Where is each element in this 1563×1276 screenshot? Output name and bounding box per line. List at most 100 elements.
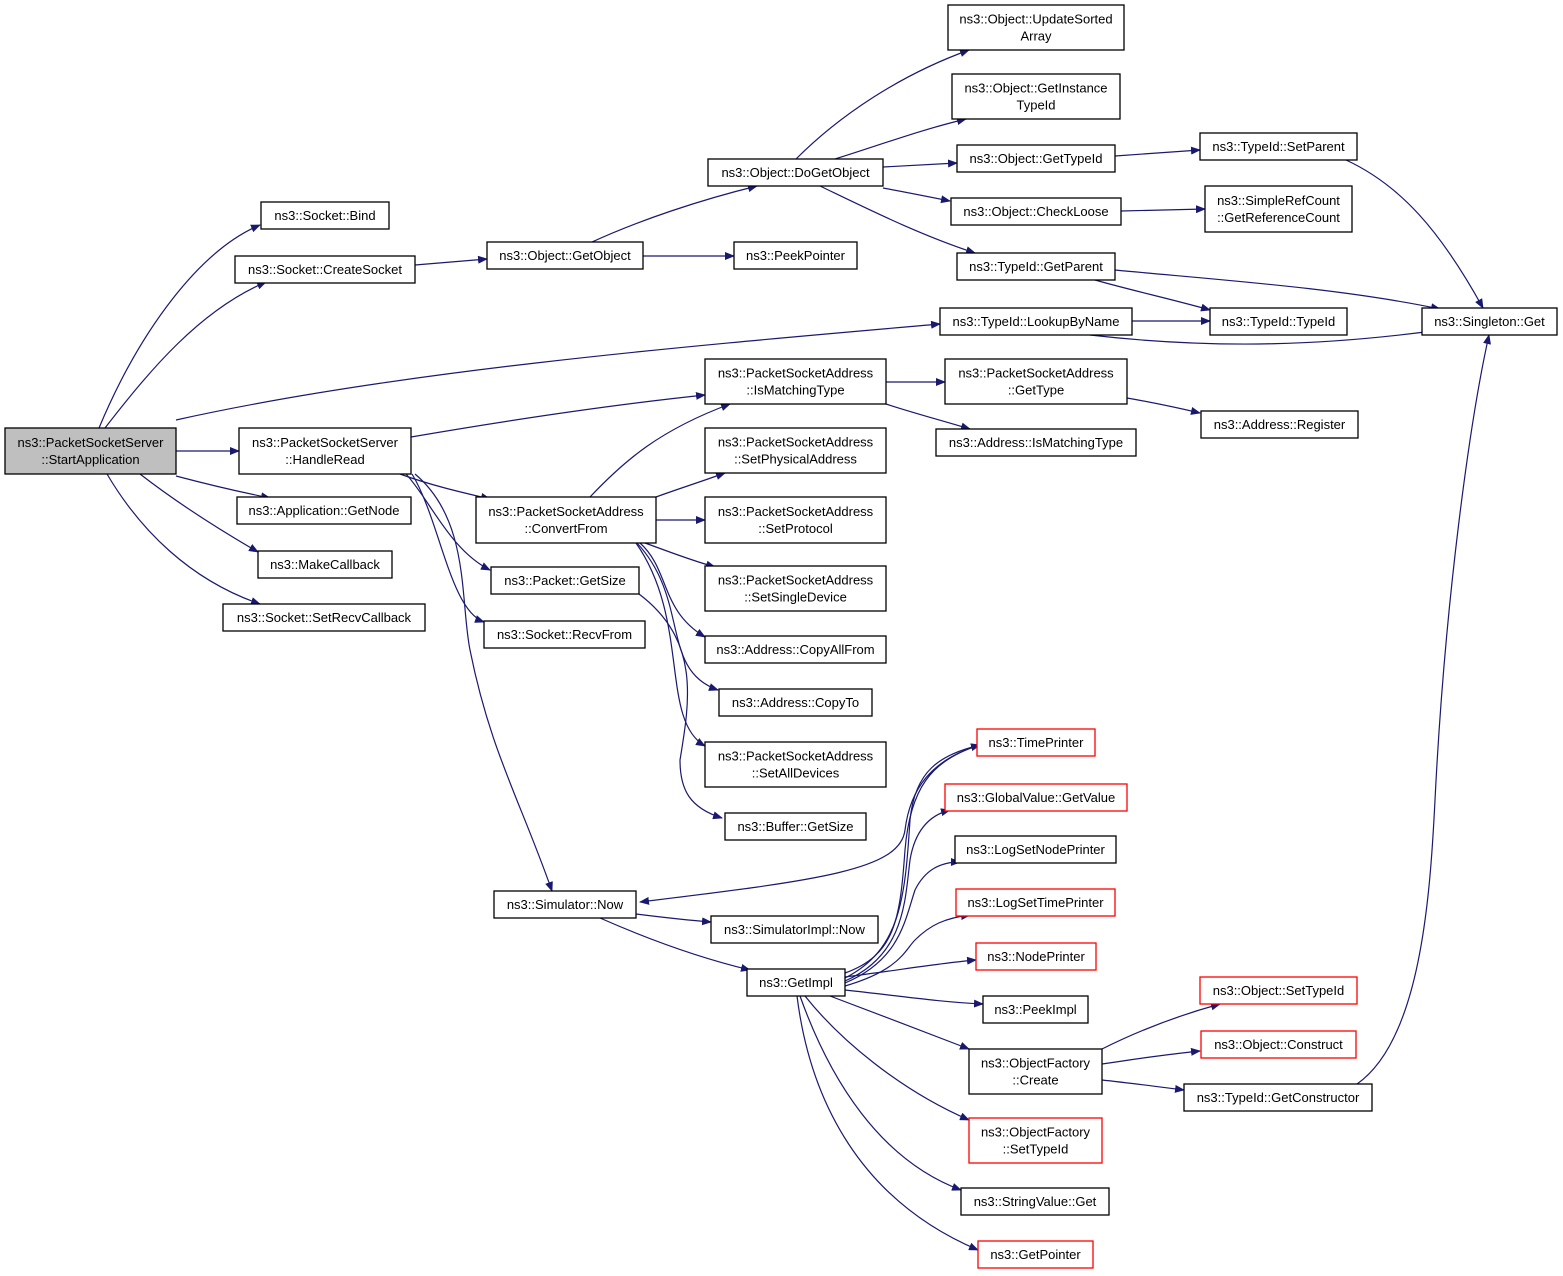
- node-box-simulatorNow: [493, 890, 637, 919]
- node-setSingleDevice[interactable]: ns3::PacketSocketAddress::SetSingleDevic…: [704, 565, 887, 612]
- edge-typeIdGetParent-to-typeIdTypeId: [1094, 279, 1211, 312]
- node-box-nodePrinter: [975, 942, 1097, 971]
- node-simulatorNow[interactable]: ns3::Simulator::Now: [493, 890, 637, 919]
- node-convertFrom[interactable]: ns3::PacketSocketAddress::ConvertFrom: [475, 496, 657, 544]
- node-label-getInstanceTypeId-line2: TypeId: [1016, 98, 1055, 113]
- edge-getImpl-to-ofCreate: [829, 995, 970, 1050]
- edge-getImpl-to-ofSetTypeId: [804, 995, 970, 1121]
- node-stringValueGet[interactable]: ns3::StringValue::Get: [960, 1187, 1110, 1216]
- edge-getImpl-to-stringValueGet: [799, 995, 962, 1191]
- node-objConstruct[interactable]: ns3::Object::Construct: [1200, 1030, 1357, 1059]
- edge-lookupByName-to-singletonGet: [1089, 327, 1441, 345]
- node-label-getInstanceTypeId-line1: ns3::Object::GetInstance: [964, 81, 1107, 96]
- node-isMatchingType[interactable]: ns3::PacketSocketAddress::IsMatchingType: [704, 358, 887, 405]
- node-peekImpl[interactable]: ns3::PeekImpl: [982, 995, 1089, 1024]
- node-label-setPhysicalAddress-line2: ::SetPhysicalAddress: [734, 452, 857, 467]
- node-label-handleRead-line1: ns3::PacketSocketServer: [252, 435, 399, 450]
- edge-start-to-setRecvCallback: [106, 473, 261, 605]
- node-label-doGetObject: ns3::Object::DoGetObject: [721, 165, 870, 180]
- node-label-copyAllFrom: ns3::Address::CopyAllFrom: [716, 642, 874, 657]
- node-getObject[interactable]: ns3::Object::GetObject: [486, 241, 644, 270]
- node-nodePrinter[interactable]: ns3::NodePrinter: [975, 942, 1097, 971]
- node-box-ofCreate: [968, 1048, 1103, 1095]
- node-bufferGetSize[interactable]: ns3::Buffer::GetSize: [724, 812, 867, 841]
- edge-typeIdGetParent-to-singletonGet: [1114, 269, 1441, 312]
- node-objSetTypeId[interactable]: ns3::Object::SetTypeId: [1199, 976, 1358, 1005]
- node-copyTo[interactable]: ns3::Address::CopyTo: [718, 688, 873, 717]
- node-label-copyTo: ns3::Address::CopyTo: [732, 695, 859, 710]
- node-box-stringValueGet: [960, 1187, 1110, 1216]
- node-getImpl[interactable]: ns3::GetImpl: [746, 968, 846, 997]
- node-typeIdGetParent[interactable]: ns3::TypeId::GetParent: [956, 252, 1116, 281]
- node-setParent[interactable]: ns3::TypeId::SetParent: [1199, 132, 1358, 161]
- node-box-logSetNodePrinter: [954, 835, 1117, 864]
- node-recvFrom[interactable]: ns3::Socket::RecvFrom: [483, 620, 646, 649]
- node-handleRead[interactable]: ns3::PacketSocketServer::HandleRead: [238, 427, 412, 475]
- node-box-checkLoose: [950, 197, 1122, 226]
- edge-getImpl-to-getPointer: [796, 995, 979, 1251]
- node-label-simulatorNow: ns3::Simulator::Now: [507, 897, 624, 912]
- node-label-singletonGet: ns3::Singleton::Get: [1434, 314, 1545, 329]
- node-peekPointer[interactable]: ns3::PeekPointer: [733, 241, 858, 270]
- edge-handleRead-to-isMatchingType: [410, 391, 706, 438]
- node-label-setAllDevices-line2: ::SetAllDevices: [752, 766, 840, 781]
- node-getPointer[interactable]: ns3::GetPointer: [977, 1240, 1094, 1269]
- node-getConstructor[interactable]: ns3::TypeId::GetConstructor: [1183, 1083, 1373, 1112]
- node-singletonGet[interactable]: ns3::Singleton::Get: [1421, 307, 1558, 336]
- edge-start-to-bind: [98, 224, 261, 429]
- node-globalValueGetValue[interactable]: ns3::GlobalValue::GetValue: [944, 783, 1128, 812]
- node-timePrinter[interactable]: ns3::TimePrinter: [976, 728, 1096, 757]
- node-simpleRefCount[interactable]: ns3::SimpleRefCount::GetReferenceCount: [1204, 185, 1353, 233]
- edge-getImpl-to-simulatorNow: [639, 744, 981, 974]
- node-label-ofSetTypeId-line2: ::SetTypeId: [1003, 1142, 1069, 1157]
- node-doGetObject[interactable]: ns3::Object::DoGetObject: [707, 158, 884, 187]
- node-copyAllFrom[interactable]: ns3::Address::CopyAllFrom: [704, 635, 887, 664]
- node-simulatorImplNow[interactable]: ns3::SimulatorImpl::Now: [710, 915, 879, 944]
- node-start[interactable]: ns3::PacketSocketServer::StartApplicatio…: [4, 427, 177, 475]
- node-box-setRecvCallback: [222, 603, 426, 632]
- node-box-getNode: [236, 496, 412, 525]
- node-makeCallback[interactable]: ns3::MakeCallback: [257, 550, 393, 579]
- node-label-convertFrom-line1: ns3::PacketSocketAddress: [488, 504, 644, 519]
- node-getTypeId[interactable]: ns3::Object::GetTypeId: [956, 144, 1116, 173]
- node-typeIdTypeId[interactable]: ns3::TypeId::TypeId: [1209, 307, 1348, 336]
- node-label-psaGetType-line2: ::GetType: [1008, 383, 1064, 398]
- node-box-objConstruct: [1200, 1030, 1357, 1059]
- node-logSetTimePrinter[interactable]: ns3::LogSetTimePrinter: [955, 888, 1116, 917]
- node-lookupByName[interactable]: ns3::TypeId::LookupByName: [939, 307, 1133, 336]
- node-box-typeIdTypeId: [1209, 307, 1348, 336]
- node-label-getTypeId: ns3::Object::GetTypeId: [970, 151, 1103, 166]
- edge-setParent-to-singletonGet: [1345, 159, 1484, 309]
- node-box-setSingleDevice: [704, 565, 887, 612]
- node-packetGetSize[interactable]: ns3::Packet::GetSize: [490, 566, 640, 595]
- node-label-convertFrom-line2: ::ConvertFrom: [524, 521, 607, 536]
- node-label-peekPointer: ns3::PeekPointer: [746, 248, 846, 263]
- node-box-simpleRefCount: [1204, 185, 1353, 233]
- node-setAllDevices[interactable]: ns3::PacketSocketAddress::SetAllDevices: [704, 741, 887, 788]
- node-addrIsMatchingType[interactable]: ns3::Address::IsMatchingType: [935, 428, 1137, 457]
- node-checkLoose[interactable]: ns3::Object::CheckLoose: [950, 197, 1122, 226]
- node-addrRegister[interactable]: ns3::Address::Register: [1200, 410, 1359, 439]
- edge-convertFrom-to-setSingleDevice: [644, 542, 716, 569]
- node-logSetNodePrinter[interactable]: ns3::LogSetNodePrinter: [954, 835, 1117, 864]
- node-getNode[interactable]: ns3::Application::GetNode: [236, 496, 412, 525]
- node-label-logSetTimePrinter: ns3::LogSetTimePrinter: [967, 895, 1104, 910]
- node-box-peekImpl: [982, 995, 1089, 1024]
- node-label-setParent: ns3::TypeId::SetParent: [1212, 139, 1345, 154]
- node-label-checkLoose: ns3::Object::CheckLoose: [963, 204, 1108, 219]
- node-label-stringValueGet: ns3::StringValue::Get: [974, 1194, 1097, 1209]
- node-setRecvCallback[interactable]: ns3::Socket::SetRecvCallback: [222, 603, 426, 632]
- node-box-setAllDevices: [704, 741, 887, 788]
- node-setProtocol[interactable]: ns3::PacketSocketAddress::SetProtocol: [704, 496, 887, 544]
- edge-ofCreate-to-objSetTypeId: [1101, 1002, 1221, 1050]
- node-label-getImpl: ns3::GetImpl: [759, 975, 833, 990]
- node-bind[interactable]: ns3::Socket::Bind: [260, 201, 390, 230]
- node-ofSetTypeId[interactable]: ns3::ObjectFactory::SetTypeId: [968, 1117, 1103, 1164]
- node-psaGetType[interactable]: ns3::PacketSocketAddress::GetType: [944, 358, 1128, 405]
- node-createSocket[interactable]: ns3::Socket::CreateSocket: [234, 255, 416, 284]
- node-setPhysicalAddress[interactable]: ns3::PacketSocketAddress::SetPhysicalAdd…: [704, 427, 887, 474]
- node-ofCreate[interactable]: ns3::ObjectFactory::Create: [968, 1048, 1103, 1095]
